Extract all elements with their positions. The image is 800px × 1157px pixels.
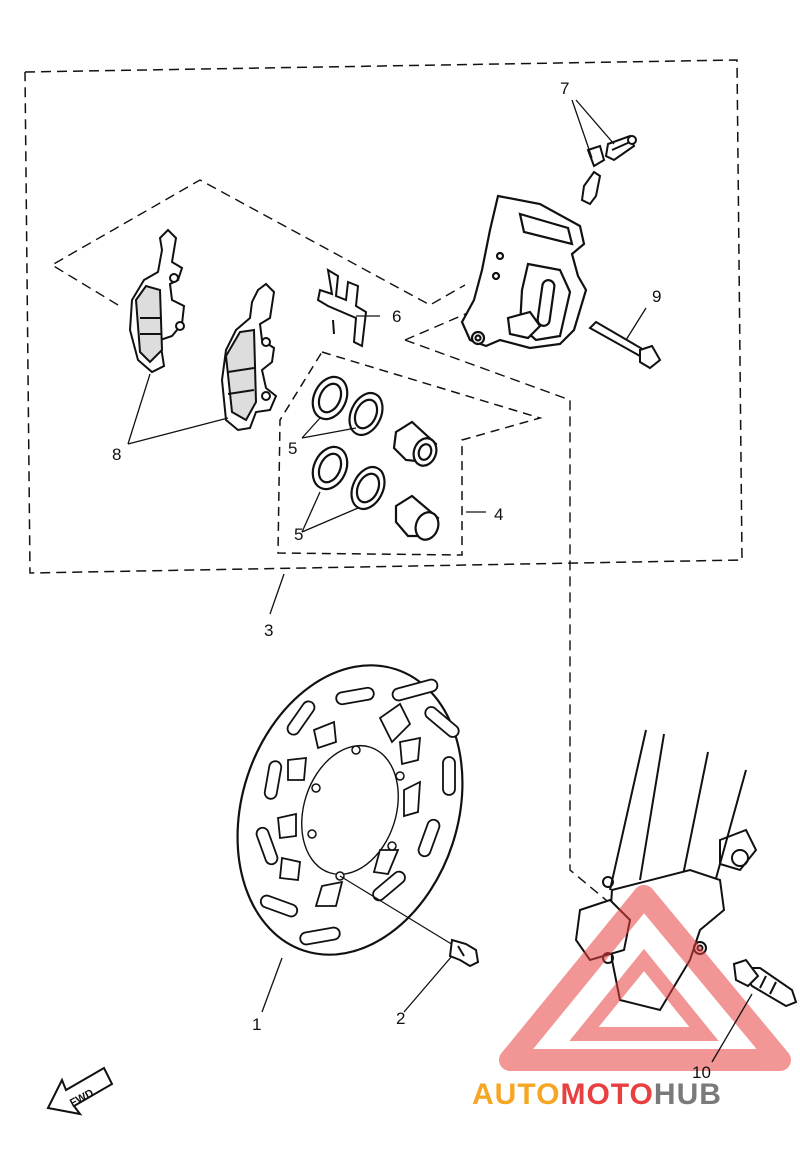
piston-seals	[311, 375, 386, 511]
callout-5b: 5	[294, 525, 303, 544]
callout-10: 10	[692, 1063, 711, 1082]
callout-3: 3	[264, 621, 273, 640]
pad-guide-lines	[50, 179, 631, 921]
callout-9: 9	[652, 287, 661, 306]
caliper-bolt	[588, 320, 662, 370]
callout-2: 2	[396, 1009, 405, 1028]
seal-kit-boundary	[277, 351, 543, 556]
brake-disc	[236, 664, 464, 956]
disc-bolt	[339, 875, 480, 968]
pistons	[392, 420, 440, 541]
brake-pad-right	[220, 282, 278, 432]
brand-part-hub: HUB	[654, 1078, 722, 1111]
leader-lines	[127, 99, 753, 1063]
callout-5a: 5	[288, 439, 297, 458]
svg-text:AUTOMOTOHUB: AUTOMOTOHUB	[472, 1078, 722, 1111]
callout-8: 8	[112, 445, 121, 464]
front-fork	[574, 729, 758, 1012]
watermark-logo	[499, 885, 791, 1071]
brand-part-auto: AUTO	[472, 1078, 560, 1111]
callout-4: 4	[494, 505, 503, 524]
caliper-body	[460, 194, 588, 350]
bleed-screw	[580, 134, 637, 206]
pad-support-spring	[316, 268, 368, 348]
callout-1: 1	[252, 1015, 261, 1034]
axle-bolt	[732, 958, 798, 1008]
brake-pad-left	[128, 228, 186, 374]
brand-part-moto: MOTO	[560, 1078, 653, 1111]
fwd-arrow-icon: FWD	[46, 1066, 114, 1116]
callout-7: 7	[560, 79, 569, 98]
watermark-brand: AUTOMOTOHUB	[472, 1078, 722, 1111]
callout-6: 6	[392, 307, 401, 326]
